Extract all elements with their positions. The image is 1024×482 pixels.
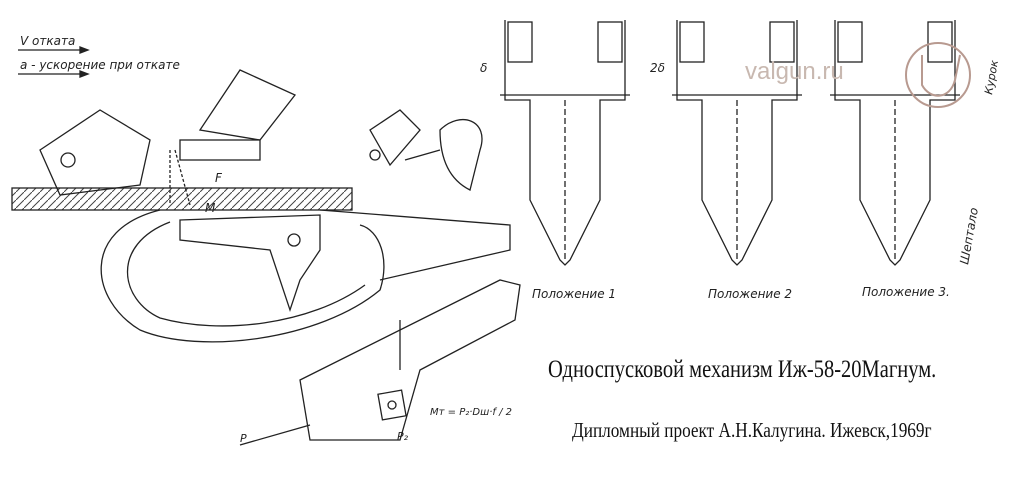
detail-sketches (369, 109, 483, 191)
position-views (500, 20, 960, 266)
label-p2: P₂ (397, 430, 409, 443)
drawing-title: Односпусковой механизм Иж-58-20Магнум. (548, 356, 937, 383)
label-delta: δ (480, 61, 487, 75)
position-2-view (672, 20, 802, 266)
label-position-2: Положение 2 (708, 287, 792, 301)
legend-arrows (18, 46, 90, 78)
watermark-text: valgun.ru (745, 58, 844, 85)
legend-acceleration: a - ускорение при откате (20, 58, 180, 72)
sear-part (239, 279, 521, 446)
position-3-view (830, 20, 960, 266)
label-hammer: Курок (982, 59, 1001, 96)
label-mt: Mт = P₂·Dш·f / 2 (430, 407, 512, 418)
legend-velocity: V отката (20, 34, 75, 48)
label-sear: Шептало (957, 207, 981, 266)
position-1-view (500, 20, 630, 266)
label-delta2: 2δ (650, 61, 665, 75)
label-position-1: Положение 1 (532, 287, 616, 301)
label-moment: M (205, 201, 216, 215)
valgun-logo (905, 42, 971, 108)
trigger-assembly (11, 69, 511, 343)
label-force: F (215, 171, 223, 185)
label-p: P (240, 432, 247, 445)
drawing-subtitle: Дипломный проект А.Н.Калугина. Ижевск,19… (572, 418, 932, 442)
label-position-3: Положение 3. (862, 285, 950, 299)
